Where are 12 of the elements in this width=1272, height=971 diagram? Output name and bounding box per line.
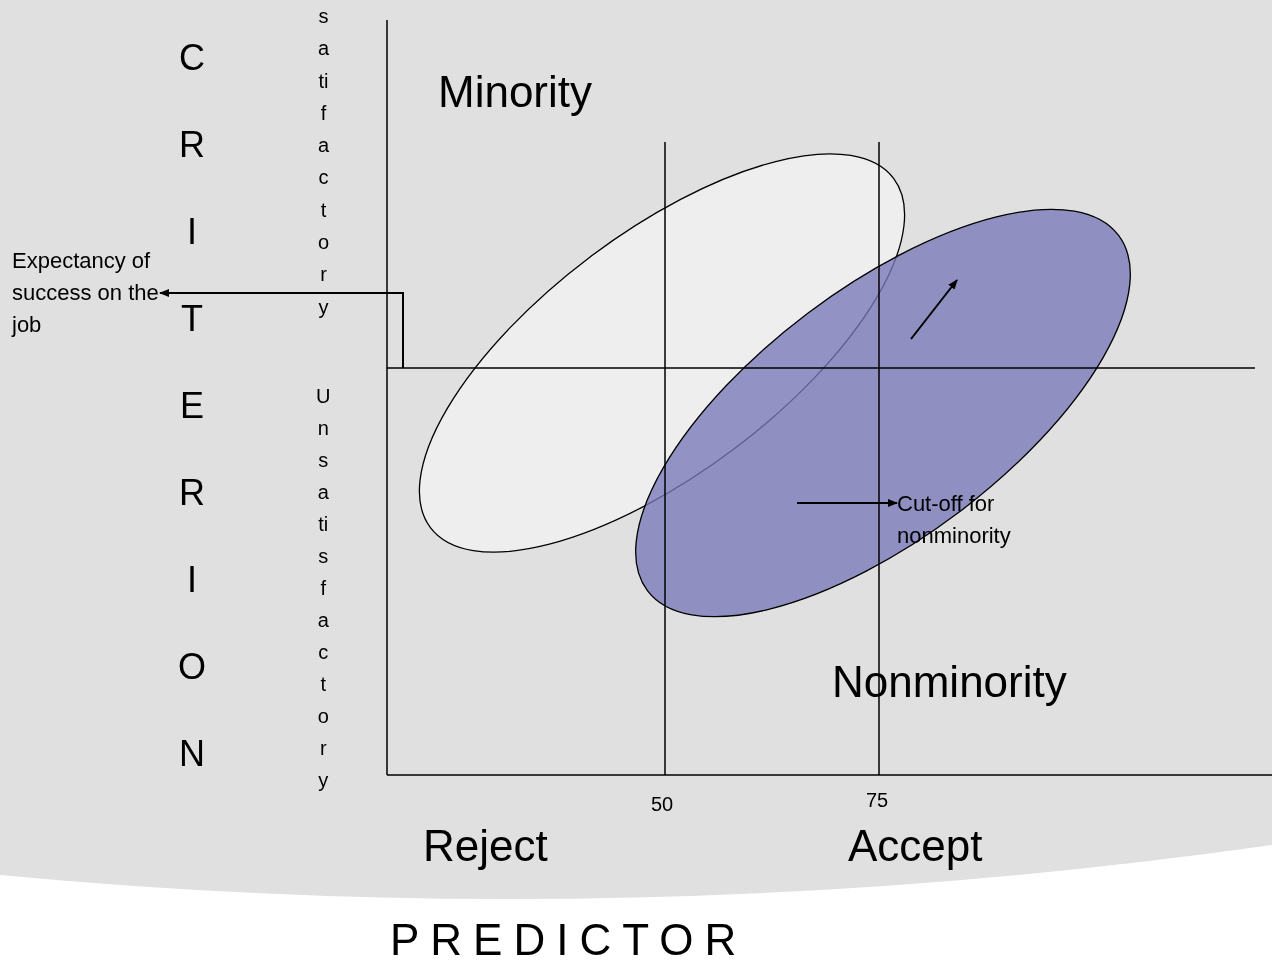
axis-label: Unsatisfactory xyxy=(316,384,331,793)
leader-arrow xyxy=(796,499,898,507)
axis-title: CRITERION xyxy=(178,36,206,776)
tick-label: 50 xyxy=(651,792,675,816)
group-label: Minority xyxy=(438,66,594,118)
leader-arrow xyxy=(159,289,404,369)
annotation-text: Expectancy of success on the job xyxy=(12,245,162,341)
axis-title: PREDICTOR xyxy=(390,914,749,966)
axis-label: satifactory xyxy=(318,4,330,320)
axis-label: Reject xyxy=(423,820,549,872)
axis-label: Accept xyxy=(848,820,984,872)
tick-label: 75 xyxy=(866,788,890,812)
